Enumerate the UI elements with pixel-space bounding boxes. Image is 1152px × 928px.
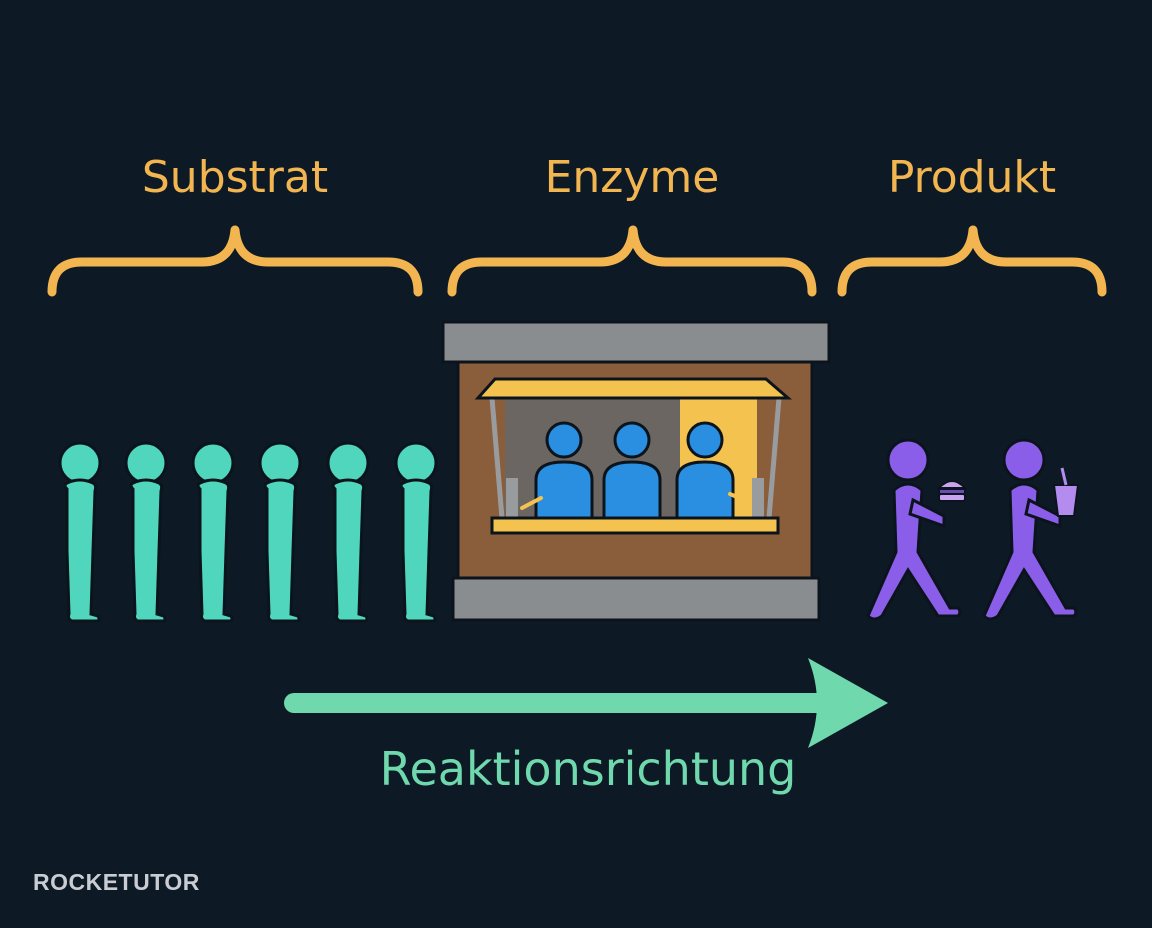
queue-person-icon <box>191 441 235 623</box>
drink-cup-icon <box>1052 467 1080 517</box>
product-brace <box>837 225 1107 297</box>
enzyme-brace <box>447 225 817 297</box>
substrate-label: Substrat <box>141 152 329 203</box>
product-group <box>866 438 1080 621</box>
queue-person-icon <box>58 441 102 623</box>
arrow-right-icon <box>284 658 888 748</box>
reaction-direction-label: Reaktionsrichtung <box>379 742 797 796</box>
worker-icon <box>534 421 735 522</box>
food-stall-icon <box>441 320 831 622</box>
queue-person-icon <box>258 441 302 623</box>
substrate-queue <box>58 441 438 623</box>
brand-logo: ROCKETUTOR <box>33 869 200 895</box>
substrate-brace <box>47 225 423 297</box>
queue-person-icon <box>326 441 370 623</box>
queue-person-icon <box>394 441 438 623</box>
queue-person-icon <box>124 441 168 623</box>
enzyme-label: Enzyme <box>544 152 720 203</box>
product-label: Produkt <box>887 152 1057 203</box>
burger-icon <box>936 480 968 502</box>
walking-person-icon <box>982 438 1078 621</box>
walking-person-icon <box>866 438 962 621</box>
